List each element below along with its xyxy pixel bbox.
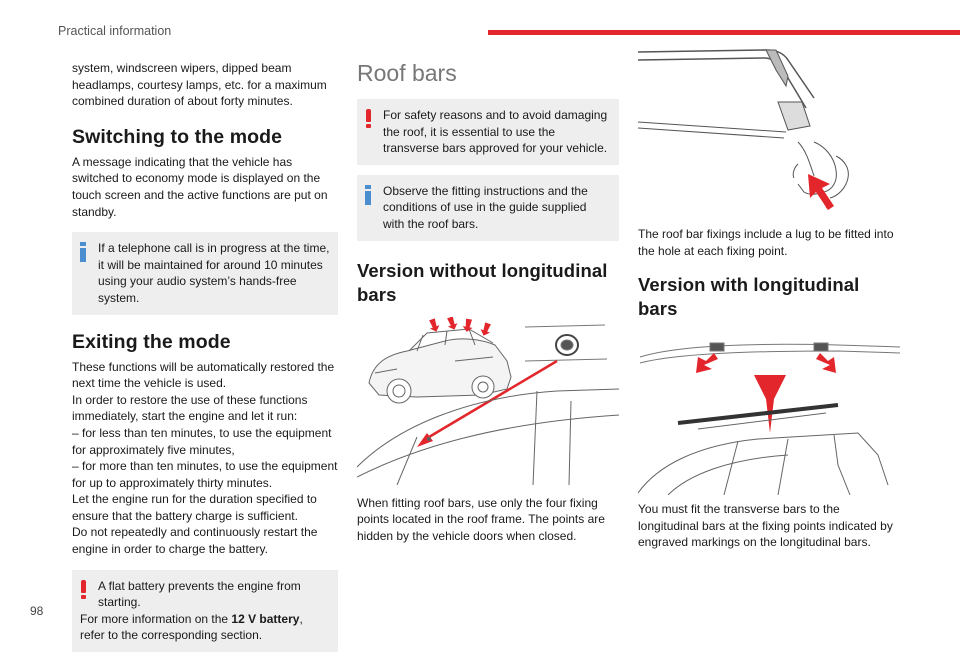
exiting-line: Do not repeatedly and continuously resta…: [72, 525, 318, 557]
fitting-info-note: Observe the fitting instructions and the…: [357, 174, 619, 241]
intro-paragraph: system, windscreen wipers, dipped beam h…: [72, 61, 327, 109]
column-3: The roof bar fixings include a lug to be…: [638, 46, 900, 551]
info-icon: [80, 242, 86, 263]
warning-note: A flat battery prevents the engine from …: [72, 569, 338, 652]
version-without-heading: Version without longitudinal bars: [357, 259, 608, 305]
battery-reference: For more information on the 12 V battery…: [80, 611, 303, 643]
must-fit-paragraph: You must fit the transverse bars to the …: [638, 502, 893, 550]
info-note-text: If a telephone call is in progress at th…: [98, 241, 330, 305]
warning-note-text: A flat battery prevents the engine from …: [98, 578, 301, 610]
roof-bar-lug-illustration: [638, 46, 900, 216]
exiting-line: – for more than ten minutes, to use the …: [72, 459, 338, 490]
roof-bars-title: Roof bars: [357, 60, 457, 86]
info-icon: [365, 184, 371, 205]
exiting-line: Let the engine run for the duration spec…: [72, 492, 317, 523]
fixings-paragraph: The roof bar fixings include a lug to be…: [638, 227, 894, 258]
exiting-line: These functions will be automatically re…: [72, 359, 335, 391]
switching-paragraph: A message indicating that the vehicle ha…: [72, 154, 328, 219]
fitting-info-text: Observe the fitting instructions and the…: [383, 183, 588, 231]
column-1: system, windscreen wipers, dipped beam h…: [72, 60, 338, 652]
info-note: If a telephone call is in progress at th…: [72, 232, 338, 315]
column-2: Roof bars For safety reasons and to avoi…: [357, 60, 619, 544]
exiting-line: – for less than ten minutes, to use the …: [72, 425, 332, 457]
switching-heading: Switching to the mode: [72, 125, 283, 148]
longitudinal-bars-illustration: [638, 335, 900, 496]
version-with-heading: Version with longitudinal bars: [638, 274, 860, 320]
roof-fixing-points-illustration: [357, 316, 619, 485]
exiting-line: In order to restore the use of these fun…: [72, 392, 308, 424]
safety-warning-text: For safety reasons and to avoid damaging…: [383, 108, 608, 156]
warning-icon: [80, 579, 86, 600]
warning-icon: [365, 109, 371, 129]
safety-warning-note: For safety reasons and to avoid damaging…: [357, 99, 619, 165]
header-accent-bar: [488, 30, 960, 35]
fitting-paragraph: When fitting roof bars, use only the fou…: [357, 495, 605, 543]
page-number: 98: [30, 604, 44, 618]
running-header: Practical information: [58, 24, 172, 38]
exiting-heading: Exiting the mode: [72, 330, 231, 353]
